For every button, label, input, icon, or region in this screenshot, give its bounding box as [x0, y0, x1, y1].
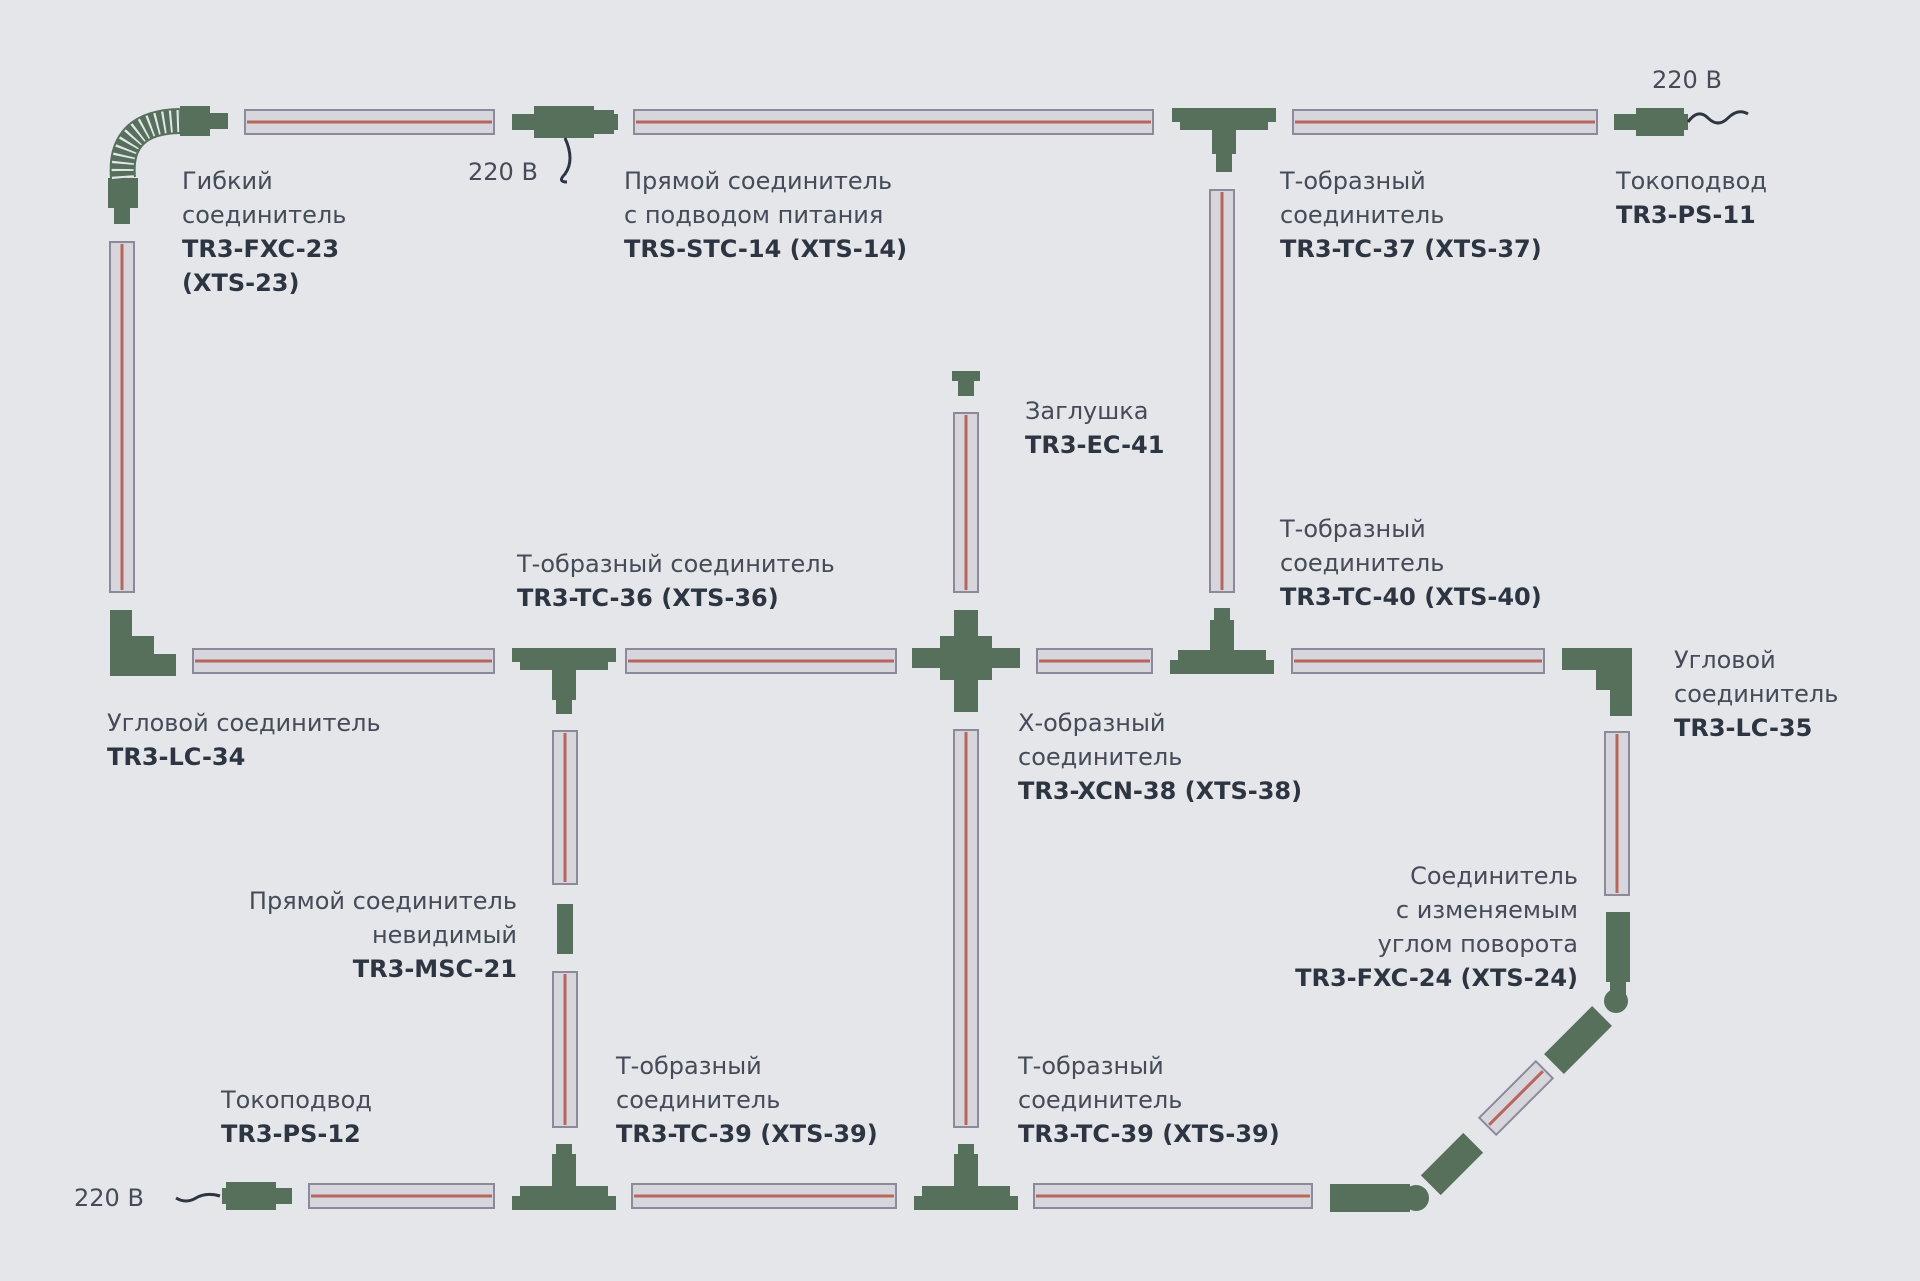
label-line: с изменяемым [1395, 896, 1578, 924]
label-line: соединитель [182, 201, 347, 229]
track-segment [244, 109, 495, 135]
label-code: TR3-FXC-24 (XTS-24) [1295, 964, 1578, 992]
track-segment [1209, 189, 1235, 593]
label-line: Т-образный соединитель [517, 550, 835, 578]
label-line: с подводом питания [624, 201, 884, 229]
track-segment [1477, 1059, 1555, 1137]
label-line: Прямой соединитель [624, 167, 893, 195]
track-segment [1291, 648, 1545, 674]
label-t-connector-39-left: Т-образный соединитель TR3-TC-39 (XTS-39… [616, 1049, 878, 1151]
t-connector-icon [1170, 608, 1274, 674]
connectors [108, 106, 1749, 1212]
voltage-label-top-right: 220 В [1652, 66, 1722, 94]
label-line: Прямой соединитель [248, 887, 517, 915]
label-code: TR3-PS-11 [1616, 201, 1756, 229]
label-code: TR3-LC-35 [1674, 714, 1813, 742]
label-line: соединитель [1280, 549, 1445, 577]
power-feed-icon [175, 1182, 292, 1210]
track-segment [109, 241, 135, 593]
t-connector-icon [1172, 108, 1276, 172]
voltage-label-top-middle: 220 В [468, 158, 538, 186]
label-code: TR3-TC-36 (XTS-36) [517, 584, 779, 612]
t-connector-icon [512, 648, 616, 714]
flexible-connector-icon [108, 106, 228, 224]
t-connector-icon [914, 1144, 1018, 1210]
label-straight-power-connector: Прямой соединитель с подводом питания TR… [624, 164, 907, 266]
label-line: соединитель [616, 1086, 781, 1114]
track-segment [631, 1183, 897, 1209]
label-line: Т-образный [1018, 1052, 1164, 1080]
label-line: Угловой [1674, 646, 1776, 674]
label-invisible-straight-connector: Прямой соединитель невидимый TR3-MSC-21 [249, 884, 517, 986]
label-line: Гибкий [182, 167, 273, 195]
label-line: Т-образный [1280, 167, 1426, 195]
label-code: TR3-EC-41 [1025, 431, 1165, 459]
track-segment [308, 1183, 495, 1209]
label-line: Т-образный [1280, 515, 1426, 543]
label-code: TRS-STC-14 (XTS-14) [624, 235, 908, 263]
track-segment [953, 412, 979, 593]
label-code: TR3-TC-39 (XTS-39) [1018, 1120, 1280, 1148]
label-corner-connector-35: Угловой соединитель TR3-LC-35 [1674, 643, 1838, 745]
label-end-cap: Заглушка TR3-EC-41 [1025, 394, 1164, 462]
label-flexible-connector: Гибкий соединитель TR3-FXC-23 (XTS-23) [182, 164, 346, 300]
variable-angle-connector-icon [1330, 912, 1630, 1212]
track-segment [1604, 731, 1630, 896]
label-code: TR3-TC-39 (XTS-39) [616, 1120, 878, 1148]
corner-connector-icon [1562, 648, 1632, 716]
label-power-feed-11: Токоподвод TR3-PS-11 [1616, 164, 1767, 232]
end-cap-icon [952, 371, 980, 396]
track-segment [1292, 109, 1598, 135]
label-t-connector-39-right: Т-образный соединитель TR3-TC-39 (XTS-39… [1018, 1049, 1280, 1151]
label-code: (XTS-23) [182, 269, 300, 297]
track-segment [192, 648, 495, 674]
track-segment [1033, 1183, 1313, 1209]
label-line: Угловой соединитель [107, 709, 381, 737]
label-code: TR3-FXC-23 [182, 235, 340, 263]
label-power-feed-12: Токоподвод TR3-PS-12 [221, 1083, 372, 1151]
straight-power-connector-icon [512, 106, 618, 184]
label-line: соединитель [1018, 1086, 1183, 1114]
label-code: TR3-XCN-38 (XTS-38) [1018, 777, 1303, 805]
label-t-connector-37: Т-образный соединитель TR3-TC-37 (XTS-37… [1280, 164, 1542, 266]
label-t-connector-40: Т-образный соединитель TR3-TC-40 (XTS-40… [1280, 512, 1542, 614]
track-segments [109, 109, 1630, 1209]
track-segment [953, 729, 979, 1128]
label-line: Токоподвод [221, 1086, 372, 1114]
label-code: TR3-TC-37 (XTS-37) [1280, 235, 1542, 263]
voltage-label-bottom-left: 220 В [74, 1184, 144, 1212]
label-line: углом поворота [1377, 930, 1578, 958]
corner-connector-icon [110, 610, 176, 676]
label-line: Заглушка [1025, 397, 1149, 425]
track-segment [633, 109, 1154, 135]
track-segment [552, 730, 578, 885]
label-code: TR3-LC-34 [107, 743, 246, 771]
label-line: соединитель [1674, 680, 1839, 708]
t-connector-icon [512, 1144, 616, 1210]
label-code: TR3-PS-12 [221, 1120, 361, 1148]
label-t-connector-36: Т-образный соединитель TR3-TC-36 (XTS-36… [517, 547, 835, 615]
x-connector-icon [912, 610, 1020, 712]
track-segment [552, 971, 578, 1128]
label-line: Соединитель [1410, 862, 1578, 890]
label-line: Х-образный [1018, 709, 1166, 737]
invisible-connector-icon [557, 904, 573, 954]
power-feed-icon [1614, 108, 1749, 136]
label-corner-connector-34: Угловой соединитель TR3-LC-34 [107, 706, 381, 774]
label-x-connector: Х-образный соединитель TR3-XCN-38 (XTS-3… [1018, 706, 1302, 808]
label-line: Токоподвод [1616, 167, 1767, 195]
label-code: TR3-MSC-21 [352, 955, 517, 983]
label-line: соединитель [1280, 201, 1445, 229]
track-segment [1036, 648, 1153, 674]
label-line: невидимый [371, 921, 517, 949]
track-segment [625, 648, 897, 674]
label-line: Т-образный [616, 1052, 762, 1080]
label-code: TR3-TC-40 (XTS-40) [1280, 583, 1542, 611]
label-line: соединитель [1018, 743, 1183, 771]
label-variable-angle-connector: Соединитель с изменяемым углом поворота … [1295, 859, 1578, 995]
